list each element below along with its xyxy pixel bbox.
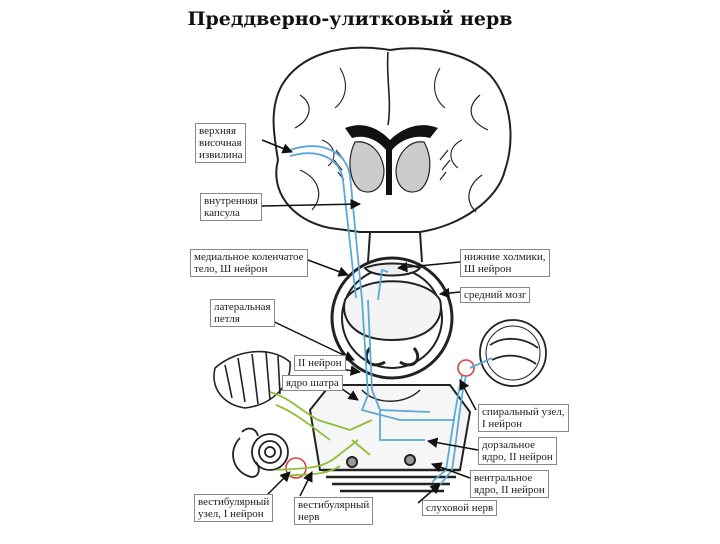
medulla bbox=[308, 384, 472, 493]
label-midbrain: средний мозг bbox=[460, 287, 531, 303]
label-neuron-two: II нейрон bbox=[294, 355, 346, 371]
label-inferior-colliculi: нижние холмики, Ш нейрон bbox=[460, 249, 550, 277]
label-vestibular-nucleus: ядро шатра bbox=[282, 375, 343, 391]
label-upper-temporal-gyrus: верхняя височная извилина bbox=[195, 123, 247, 163]
label-spiral-ganglion: спиральный узел, I нейрон bbox=[478, 404, 569, 432]
label-cochlear-nerve: слуховой нерв bbox=[422, 500, 498, 516]
cochlea-section bbox=[479, 319, 547, 387]
label-ventral-nucleus: вентральное ядро, II нейрон bbox=[470, 470, 549, 498]
brainstem-stalk bbox=[364, 347, 420, 367]
inner-ear-labyrinth bbox=[232, 427, 289, 478]
midbrain bbox=[330, 231, 454, 380]
cerebellum-fragment bbox=[213, 350, 291, 409]
lateral-ventricles bbox=[345, 125, 438, 195]
thalamus-left bbox=[349, 141, 385, 193]
cerebrum-section bbox=[272, 46, 512, 233]
label-lateral-lemniscus: латеральная петля bbox=[210, 299, 275, 327]
label-vestibular-ganglion: вестибулярный узел, I нейрон bbox=[194, 494, 274, 522]
label-vestibular-nerve: вестибулярный нерв bbox=[294, 497, 374, 525]
label-dorsal-nucleus: дорзальное ядро, II нейрон bbox=[478, 437, 557, 465]
label-internal-capsule: внутренняя капсула bbox=[200, 193, 262, 221]
thalamus-right bbox=[395, 141, 431, 193]
label-arrows bbox=[261, 139, 479, 504]
page-title: Преддверно-улитковый нерв bbox=[187, 8, 513, 30]
label-medial-geniculate: медиальное коленчатое тело, Ш нейрон bbox=[190, 249, 308, 277]
